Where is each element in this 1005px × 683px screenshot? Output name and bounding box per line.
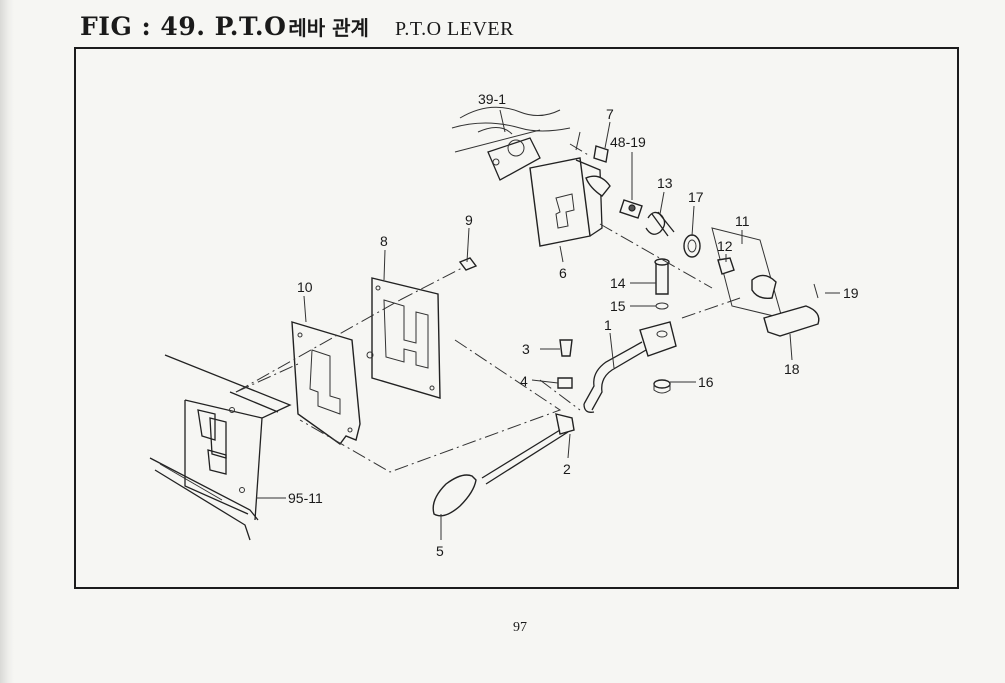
pin-and-arm	[763, 283, 820, 337]
shift-plate	[529, 157, 611, 247]
callout-label: 5	[436, 543, 444, 559]
bushing	[653, 379, 671, 394]
callout-label: 7	[606, 106, 614, 122]
callout-label: 9	[465, 212, 473, 228]
callout-label: 1	[604, 317, 612, 333]
small-bolt-and-nut	[557, 339, 573, 389]
callout-label: 18	[784, 361, 800, 377]
callout-label: 12	[717, 238, 733, 254]
fender-panel	[149, 354, 292, 541]
callout-label: 6	[559, 265, 567, 281]
callout-label: 3	[522, 341, 530, 357]
callout-label: 17	[688, 189, 704, 205]
grip-shaft-and-knob	[432, 413, 575, 517]
pto-lever-rod	[583, 321, 677, 413]
figure-number: FIG : 49. P.T.O	[80, 12, 287, 41]
callout-labels: 39-1 7 48-19 13 17 11 12 6 9 8 10 14 15 …	[288, 91, 859, 559]
callout-label: 11	[735, 213, 750, 229]
callout-label: 14	[610, 275, 626, 291]
scan-edge	[0, 0, 14, 683]
callout-label: 39-1	[478, 91, 506, 107]
bolt	[575, 131, 609, 163]
figure-title-english: P.T.O LEVER	[394, 18, 514, 40]
callout-label: 13	[657, 175, 673, 191]
callout-label: 48-19	[610, 134, 646, 150]
figure-title-korean: 레바 관계	[288, 16, 369, 40]
diagram-frame	[74, 47, 959, 589]
callout-label: 19	[843, 285, 859, 301]
callout-label: 15	[610, 298, 626, 314]
leader-lines	[256, 109, 840, 540]
guide-plate	[366, 277, 441, 399]
nut	[458, 257, 478, 271]
pivot-bolt	[654, 258, 670, 310]
gasket-plate	[291, 321, 361, 445]
callout-label: 2	[563, 461, 571, 477]
callout-label: 8	[380, 233, 388, 249]
transmission-housing	[451, 106, 571, 181]
shaft-and-spring	[619, 199, 701, 258]
figure-header: FIG : 49. P.T.O 레바 관계 P.T.O LEVER	[80, 12, 514, 46]
callout-label: 16	[698, 374, 714, 390]
phantom-lines	[235, 143, 741, 473]
callout-label: 95-11	[288, 490, 323, 506]
callout-label: 4	[520, 373, 528, 389]
page-number: 97	[513, 620, 527, 635]
callout-label: 10	[297, 279, 313, 295]
